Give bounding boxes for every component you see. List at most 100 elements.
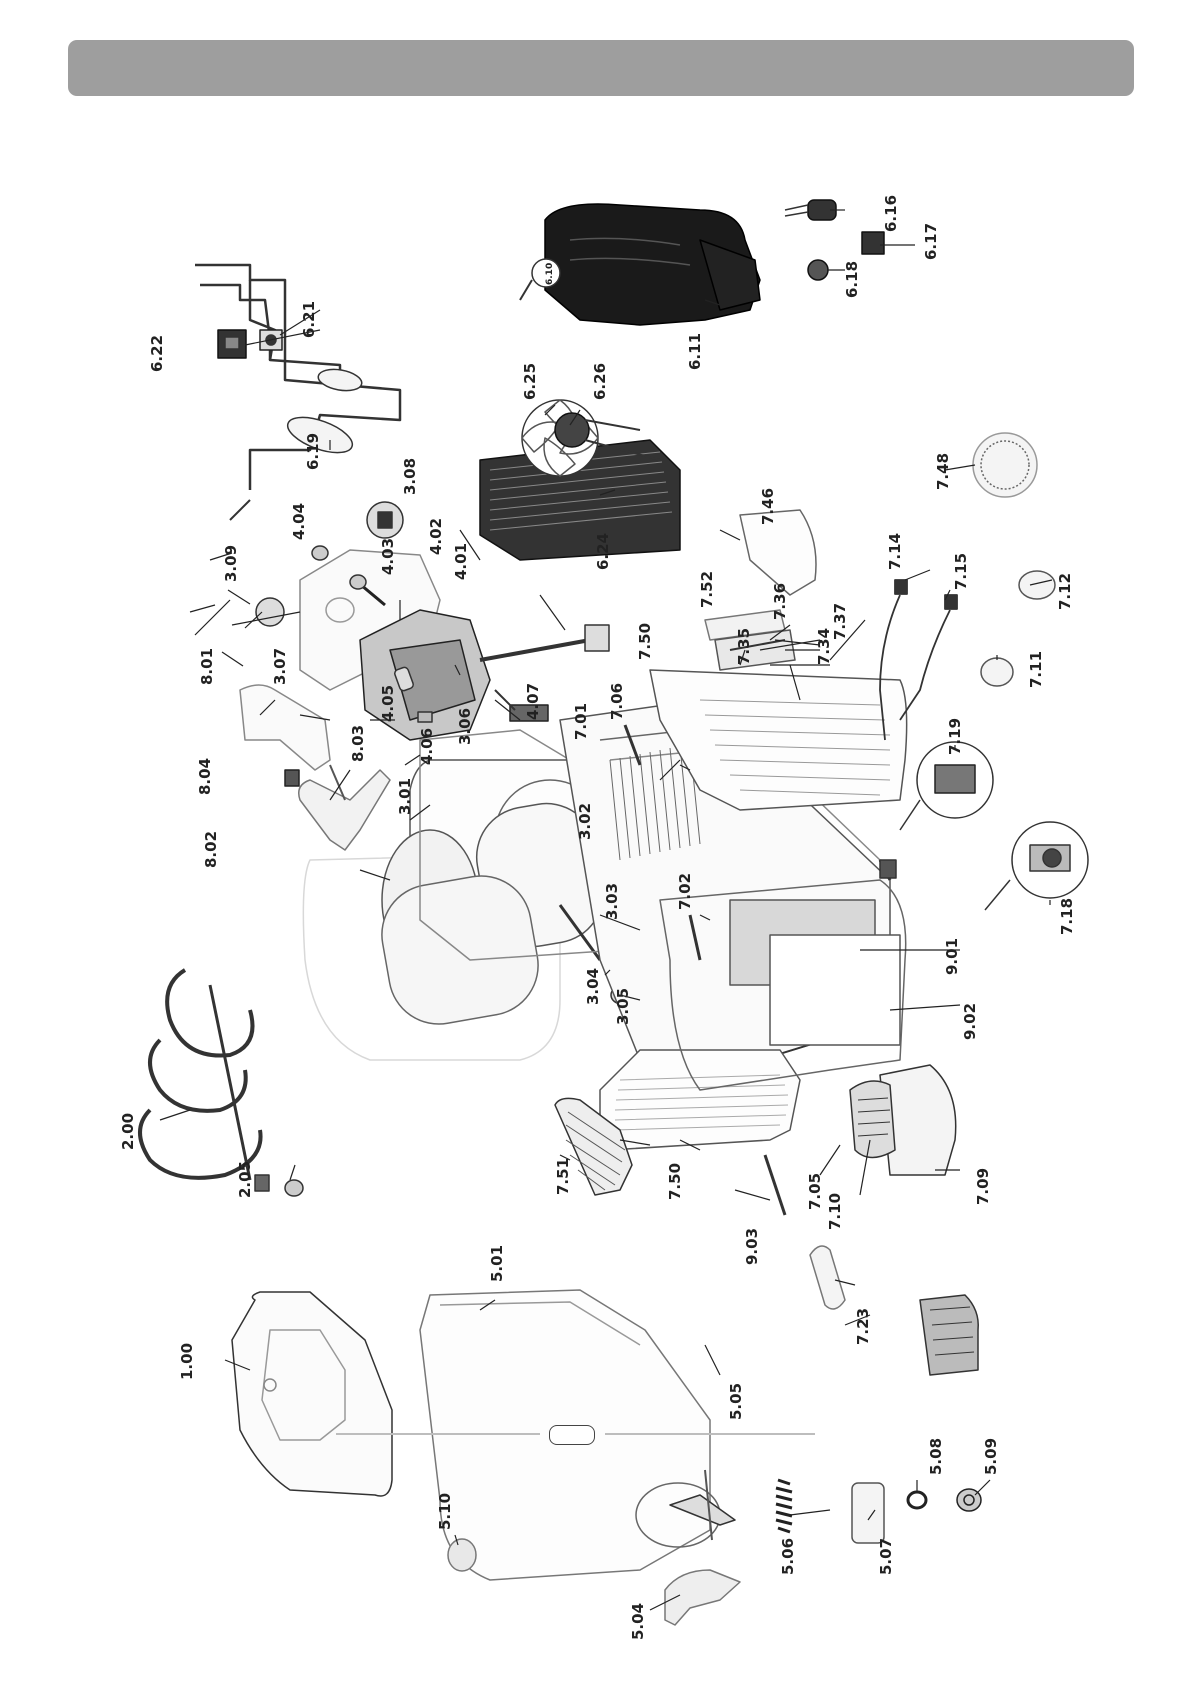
part-detail-thermostat: [984, 821, 1089, 911]
label-p1-00: 1.00: [178, 1343, 196, 1380]
part-front-cover: [659, 879, 907, 1091]
part-solenoid-coil: [217, 329, 247, 359]
part-lever-bracket: [239, 684, 331, 771]
label-p7-37: 7.37: [831, 603, 849, 640]
part-detail-switch: [899, 741, 994, 831]
label-p7-12: 7.12: [1056, 573, 1074, 610]
label-p7-50b: 7.50: [666, 1163, 684, 1200]
label-p3-03: 3.03: [603, 883, 621, 920]
label-p5-04: 5.04: [629, 1603, 647, 1640]
label-p4-03: 4.03: [379, 538, 397, 575]
part-bolt: [623, 724, 642, 766]
part-side-panel-right: [649, 669, 908, 811]
part-drip-tray: [599, 1049, 801, 1151]
label-p3-06: 3.06: [456, 708, 474, 745]
label-p5-06: 5.06: [779, 1538, 797, 1575]
label-p2-00: 2.00: [119, 1113, 137, 1150]
label-p7-52: 7.52: [698, 571, 716, 608]
label-p6-22: 6.22: [148, 335, 166, 372]
part-shaft: [558, 904, 602, 961]
part-bucket: [849, 1064, 957, 1176]
label-p4-02: 4.02: [427, 518, 445, 555]
part-auger: [138, 968, 270, 1192]
label-p7-35: 7.35: [735, 628, 753, 665]
part-o-ring: [906, 1490, 928, 1510]
label-p7-23: 7.23: [854, 1308, 872, 1345]
part-pin: [704, 1469, 713, 1541]
part-drip-grid: [554, 1097, 633, 1196]
part-cover-switch: [366, 501, 404, 539]
part-filter-drier: [286, 416, 354, 454]
part-motor-connector: [494, 689, 549, 722]
label-p3-04: 3.04: [584, 968, 602, 1005]
part-motor-bushing: [349, 574, 367, 590]
label-p6-17: 6.17: [922, 223, 940, 260]
label-p8-04: 8.04: [196, 758, 214, 795]
label-p3-09: 3.09: [222, 545, 240, 582]
part-cover-screw: [688, 914, 702, 961]
label-p5-09: 5.09: [982, 1438, 1000, 1475]
label-p4-07: 4.07: [524, 683, 542, 720]
part-condenser: [479, 439, 681, 561]
part-capacitor-small: [394, 666, 414, 692]
label-p6-19: 6.19: [304, 433, 322, 470]
label-p7-48: 7.48: [934, 453, 952, 490]
label-p7-50a: 7.50: [636, 623, 654, 660]
part-gear-motor: [359, 609, 610, 741]
part-foot-large: [1018, 570, 1056, 600]
label-p7-34: 7.34: [815, 628, 833, 665]
part-screw: [763, 1154, 787, 1216]
page-number: [549, 1425, 595, 1445]
part-front-sticker: [769, 934, 901, 1046]
label-p2-05: 2.05: [236, 1161, 254, 1198]
part-spring: [775, 1478, 793, 1534]
part-cover-plug: [255, 597, 285, 627]
part-knob: [447, 1538, 477, 1572]
label-p7-19: 7.19: [946, 718, 964, 755]
part-gasket: [809, 1245, 846, 1310]
part-accumulator: [317, 368, 363, 392]
label-p5-08: 5.08: [927, 1438, 945, 1475]
label-p4-05: 4.05: [379, 685, 397, 722]
label-p8-02: 8.02: [202, 831, 220, 868]
label-p9-01: 9.01: [943, 938, 961, 975]
label-p8-01: 8.01: [198, 648, 216, 685]
part-bushing: [284, 1179, 304, 1197]
part-fan-motor: [554, 412, 661, 461]
label-p7-05: 7.05: [806, 1173, 824, 1210]
label-p3-05: 3.05: [614, 988, 632, 1025]
label-p7-01: 7.01: [572, 703, 590, 740]
label-p6-10: 6.10: [545, 263, 555, 285]
label-p3-01: 3.01: [396, 778, 414, 815]
label-p7-06: 7.06: [608, 683, 626, 720]
label-p3-07: 3.07: [271, 648, 289, 685]
label-p5-07: 5.07: [877, 1538, 895, 1575]
footer-rule-left: [336, 1433, 540, 1435]
part-electrical-box: [919, 1294, 979, 1376]
header-bar: [68, 40, 1134, 96]
part-lever-spring: [284, 769, 300, 787]
part-lever: [298, 769, 391, 851]
label-p7-14: 7.14: [886, 533, 904, 570]
label-p9-03: 9.03: [743, 1228, 761, 1265]
part-key: [417, 711, 433, 723]
label-p7-36: 7.36: [771, 583, 789, 620]
label-p9-02: 9.02: [961, 1003, 979, 1040]
label-p6-21: 6.21: [300, 301, 318, 338]
label-p4-04: 4.04: [290, 503, 308, 540]
label-p5-05: 5.05: [727, 1383, 745, 1420]
label-p4-06: 4.06: [418, 728, 436, 765]
part-refrigerant-pipes: [195, 263, 402, 521]
part-piston: [851, 1482, 885, 1544]
part-foot-small: [980, 657, 1014, 687]
part-timer: [972, 432, 1038, 498]
label-p7-15: 7.15: [952, 553, 970, 590]
part-compressor: [519, 203, 761, 326]
part-relay: [861, 231, 885, 255]
part-top-panel: [739, 509, 817, 596]
label-p7-11: 7.11: [1027, 651, 1045, 688]
label-p7-09: 7.09: [974, 1168, 992, 1205]
label-p5-01: 5.01: [488, 1245, 506, 1282]
part-lid: [231, 1291, 393, 1497]
